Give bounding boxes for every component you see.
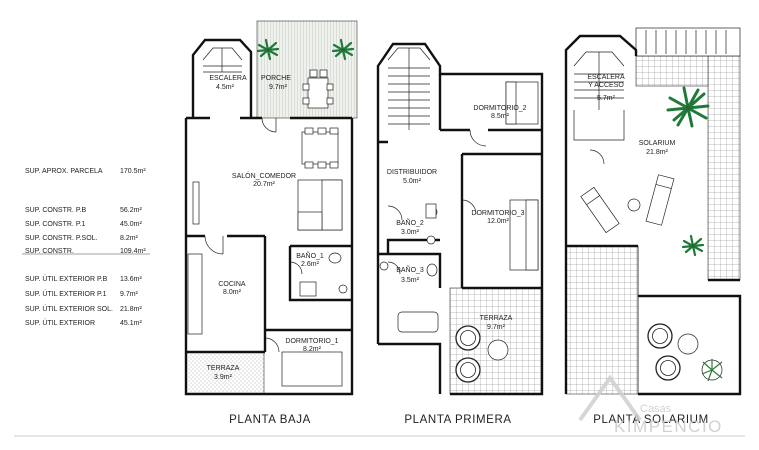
- room-label: Y ACCESO: [588, 82, 624, 89]
- terraza-floor: [185, 351, 265, 395]
- summary-value: 109.4m²: [120, 248, 146, 255]
- roof-tiles: [565, 245, 639, 395]
- room-label: COCINA: [218, 281, 246, 288]
- plan-planta-solarium: ESCALERA Y ACCESO 5.7m² SOLARIUM 21.8m² …: [564, 27, 742, 426]
- room-area: 3.9m²: [214, 374, 233, 381]
- room-label: BAÑO_1: [296, 251, 324, 260]
- room-label: BAÑO_2: [396, 218, 424, 227]
- room-area: 2.6m²: [301, 261, 320, 268]
- summary-label: SUP. ÚTIL EXTERIOR SOL.: [25, 304, 113, 313]
- chair-icon: [647, 323, 673, 349]
- plan-title: PLANTA BAJA: [229, 414, 311, 426]
- room-label: DORMITORIO_2: [473, 105, 526, 112]
- watermark-text: Casas: [640, 403, 672, 415]
- roof-tiles: [635, 55, 709, 87]
- room-label: ESCALERA: [209, 75, 247, 82]
- roof-tiles: [707, 55, 741, 281]
- chair-icon: [455, 357, 481, 383]
- room-area: 8.0m²: [223, 289, 242, 296]
- room-area: 3.5m²: [401, 277, 420, 284]
- plant-pot-icon: [701, 359, 723, 382]
- room-area: 8.2m²: [303, 346, 322, 353]
- summary-label: SUP. CONSTR. P.B: [25, 207, 87, 214]
- watermark-text: KIMPENCIO: [614, 417, 723, 436]
- summary-value: 45.1m²: [120, 320, 142, 327]
- room-area: 9.7m²: [269, 84, 288, 91]
- palm-icon: [666, 86, 710, 128]
- room-area: 9.7m²: [487, 324, 506, 331]
- summary-value: 45.0m²: [120, 221, 142, 228]
- room-area: 12.0m²: [487, 218, 509, 225]
- chair-icon: [655, 355, 681, 381]
- room-label: DORMITORIO_1: [285, 338, 338, 345]
- plan-planta-primera: DORMITORIO_2 8.5m² DISTRIBUIDOR 5.0m² BA…: [376, 42, 544, 426]
- summary-value: 21.8m²: [120, 306, 142, 313]
- summary-label: SUP. CONSTR.: [25, 248, 74, 255]
- summary-value: 170.5m²: [120, 168, 146, 175]
- room-label: DORMITORIO_3: [471, 210, 524, 217]
- room-area: 20.7m²: [253, 181, 275, 188]
- summary-value: 56.2m²: [120, 207, 142, 214]
- room-label: DISTRIBUIDOR: [387, 169, 437, 176]
- room-label: SALÓN_COMEDOR: [232, 171, 296, 180]
- room-label: TERRAZA: [480, 315, 513, 322]
- summary-label: SUP. CONSTR. P.1: [25, 221, 86, 228]
- summary-value: 8.2m²: [120, 235, 139, 242]
- room-area: 8.5m²: [491, 113, 510, 120]
- room-label: ESCALERA: [587, 74, 625, 81]
- room-area: 5.0m²: [403, 178, 422, 185]
- plan-title: PLANTA SOLARIUM: [593, 414, 709, 426]
- room-area: 3.0m²: [401, 229, 420, 236]
- palm-icon: [681, 234, 705, 257]
- room-label: PORCHE: [261, 75, 291, 82]
- summary-label: SUP. ÚTIL EXTERIOR P.B: [25, 274, 108, 283]
- room-label: SOLARIUM: [639, 140, 676, 147]
- summary-label: SUP. CONSTR. P.SOL.: [25, 235, 98, 242]
- summary-value: 13.6m²: [120, 276, 142, 283]
- chair-icon: [455, 325, 481, 351]
- summary-label: SUP. ÚTIL EXTERIOR P.1: [25, 289, 107, 298]
- room-label: BAÑO_3: [396, 265, 424, 274]
- plan-title: PLANTA PRIMERA: [404, 414, 511, 426]
- summary-label: SUP. APROX. PARCELA: [25, 168, 103, 175]
- plan-planta-baja: ESCALERA 4.5m² PORCHE 9.7m² SALÓN_COMEDO…: [184, 20, 358, 426]
- room-area: 5.7m²: [597, 95, 616, 102]
- room-area: 4.5m²: [216, 84, 235, 91]
- summary-label: SUP. ÚTIL EXTERIOR: [25, 318, 95, 327]
- room-label: TERRAZA: [207, 365, 240, 372]
- room-area: 21.8m²: [646, 149, 668, 156]
- watermark-logo: Casas KIMPENCIO: [578, 374, 723, 436]
- surface-summary-table: SUP. APROX. PARCELA 170.5m² SUP. CONSTR.…: [22, 168, 150, 327]
- summary-value: 9.7m²: [120, 291, 139, 298]
